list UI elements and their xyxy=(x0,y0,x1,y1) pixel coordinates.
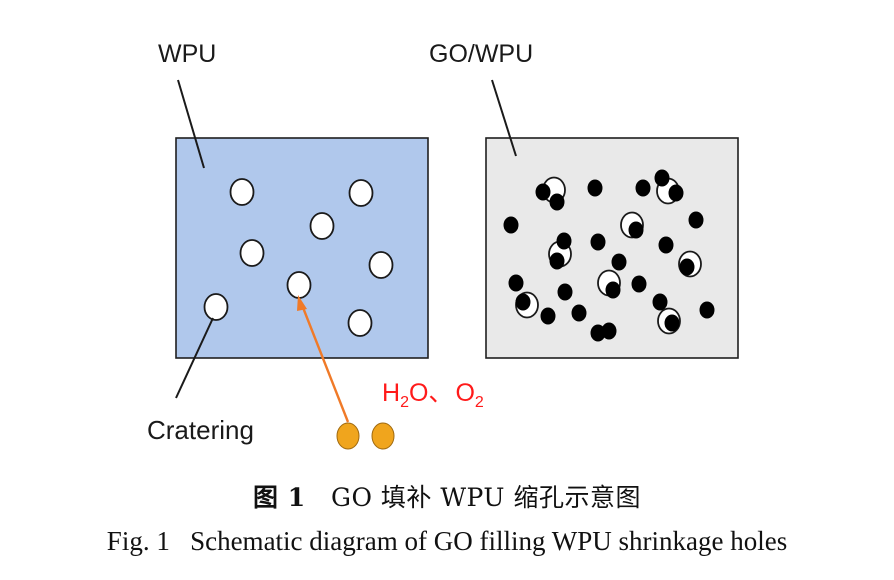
crater-hole xyxy=(309,212,335,240)
o2-main: O xyxy=(455,379,474,407)
go-particle xyxy=(652,293,668,311)
go-particle xyxy=(503,216,519,234)
species-separator: 、 xyxy=(428,378,453,407)
wpu-crater-holes xyxy=(203,178,394,337)
crater-hole xyxy=(348,179,374,207)
o2-subscript: 2 xyxy=(475,394,484,411)
crater-hole xyxy=(239,239,265,267)
caption-chinese: 图 1 GO 填补 WPU 缩孔示意图 xyxy=(0,478,894,514)
caption-cn-figure-number: 图 1 xyxy=(253,483,306,512)
go-particles xyxy=(503,169,715,342)
schematic-figure: WPU GO/WPU Cratering H2O、O2 xyxy=(147,40,739,450)
go-particle xyxy=(535,183,551,201)
gas-bubble xyxy=(336,422,360,450)
go-particle xyxy=(508,274,524,292)
go-particle xyxy=(587,179,603,197)
go-particle xyxy=(549,193,565,211)
h2o-subscript: 2 xyxy=(400,394,409,411)
go-particle xyxy=(679,258,695,276)
go-particle xyxy=(664,314,680,332)
h2o-main: H xyxy=(382,379,400,407)
go-particle xyxy=(571,304,587,322)
go-wpu-label: GO/WPU xyxy=(429,40,533,68)
caption-english: Fig. 1 Schematic diagram of GO filling W… xyxy=(0,526,894,557)
gas-bubbles xyxy=(336,422,395,450)
crater-hole xyxy=(347,309,373,337)
go-wpu-panel xyxy=(485,137,739,359)
crater-hole xyxy=(229,178,255,206)
gas-species-label: H2O、O2 xyxy=(382,378,484,411)
go-particle xyxy=(540,307,556,325)
crater-hole xyxy=(368,251,394,279)
go-particle xyxy=(688,211,704,229)
wpu-panel xyxy=(175,137,429,359)
go-particle xyxy=(557,283,573,301)
h2o-tail: O xyxy=(409,379,428,407)
wpu-leader-line xyxy=(177,79,205,169)
caption-en-text: Schematic diagram of GO filling WPU shri… xyxy=(190,526,788,556)
crater-hole xyxy=(203,293,229,321)
caption-cn-text: GO 填补 WPU 缩孔示意图 xyxy=(330,483,641,512)
go-particle xyxy=(654,169,670,187)
go-particle xyxy=(515,293,531,311)
gas-escape-arrow xyxy=(297,295,350,423)
go-particle xyxy=(556,232,572,250)
go-particle xyxy=(699,301,715,319)
go-particle xyxy=(635,179,651,197)
go-particle xyxy=(549,252,565,270)
leader-lines xyxy=(175,79,517,399)
gas-bubble xyxy=(371,422,395,450)
go-particle xyxy=(668,184,684,202)
go-particle xyxy=(590,324,606,342)
go-particle xyxy=(605,281,621,299)
go-particle xyxy=(628,221,644,239)
cratering-label: Cratering xyxy=(147,415,254,445)
go-particle xyxy=(631,275,647,293)
wpu-label: WPU xyxy=(158,40,216,68)
go-particle xyxy=(590,233,606,251)
caption-en-figure-number: Fig. 1 xyxy=(106,526,170,556)
cratering-leader-line xyxy=(175,317,214,399)
go-particle xyxy=(658,236,674,254)
crater-hole xyxy=(286,271,312,299)
go-particle xyxy=(601,322,617,340)
go-particle xyxy=(611,253,627,271)
go-wpu-leader-line xyxy=(491,79,517,157)
